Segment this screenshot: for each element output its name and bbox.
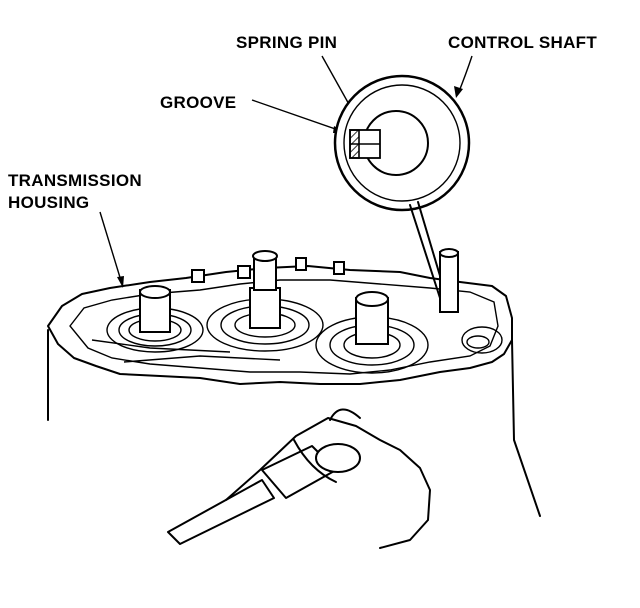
detail-inner-circle	[343, 84, 461, 202]
punch-shank	[167, 479, 275, 545]
port-right	[461, 326, 503, 354]
transmission-housing	[47, 248, 541, 517]
hand	[225, 408, 431, 549]
hand-outline	[225, 417, 431, 549]
detail-pointer-left	[409, 204, 441, 299]
detail-view	[333, 74, 471, 299]
leader-groove	[251, 99, 345, 133]
shaft-center-top	[252, 250, 278, 262]
finger-knuckle	[329, 408, 361, 421]
control-shaft-top	[439, 248, 459, 258]
label-transmission: TRANSMISSION	[8, 171, 142, 190]
dowel-2	[237, 265, 251, 279]
finger-crease	[293, 439, 337, 483]
port-right-inner	[466, 335, 490, 349]
label-groove: GROOVE	[160, 93, 236, 112]
housing-flange-inner	[69, 279, 499, 375]
label-housing: HOUSING	[8, 193, 89, 212]
arrow-housing	[117, 276, 124, 288]
shaft-center-lower	[249, 287, 281, 329]
housing-wall-right	[511, 339, 541, 517]
leader-housing	[99, 211, 123, 285]
shaft-right-top	[355, 291, 389, 307]
dowel-3	[295, 257, 307, 271]
shaft-left-top	[139, 285, 171, 299]
arrow-control-shaft	[454, 86, 463, 98]
label-control-shaft: CONTROL SHAFT	[448, 33, 597, 52]
thumb-tip	[315, 443, 361, 473]
punch-tool	[167, 445, 337, 545]
control-shaft	[439, 251, 459, 313]
dowel-4	[333, 261, 345, 275]
label-spring-pin: SPRING PIN	[236, 33, 337, 52]
rib-1	[91, 339, 231, 353]
dowel-1	[191, 269, 205, 283]
rib-2	[123, 355, 281, 363]
